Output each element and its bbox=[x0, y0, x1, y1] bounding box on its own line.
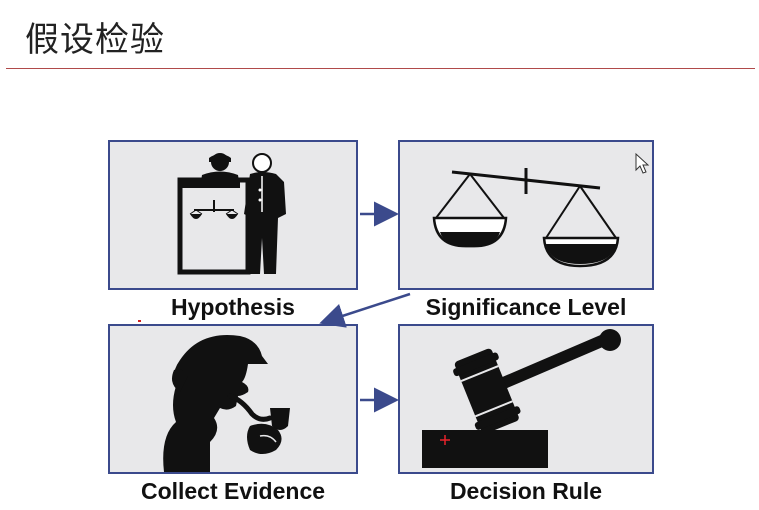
detective-icon bbox=[163, 335, 290, 472]
title-divider bbox=[6, 68, 755, 69]
judge-witness-icon bbox=[177, 153, 286, 275]
step-label-decision-rule: Decision Rule bbox=[449, 478, 603, 504]
page-title: 假设检验 bbox=[25, 20, 165, 60]
gavel-icon bbox=[422, 329, 621, 468]
hypothesis-panel bbox=[108, 140, 358, 290]
decision-rule-panel bbox=[398, 324, 654, 474]
significance-level-panel bbox=[398, 140, 654, 290]
step-label-significance-level: Significance Level bbox=[425, 294, 627, 320]
balance-scale-icon bbox=[432, 168, 620, 268]
collect-evidence-panel bbox=[108, 324, 358, 474]
step-label-hypothesis: Hypothesis bbox=[171, 294, 295, 320]
step-label-collect-evidence: Collect Evidence bbox=[140, 478, 326, 504]
